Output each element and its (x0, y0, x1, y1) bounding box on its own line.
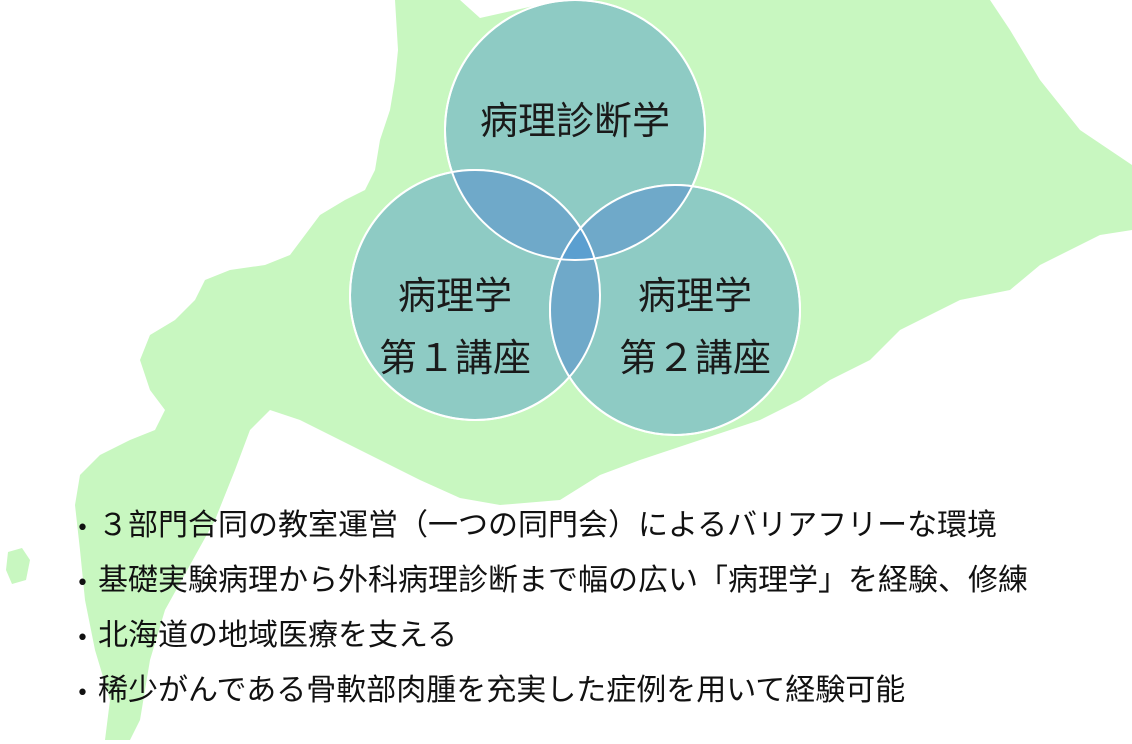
bullet-text: ３部門合同の教室運営（一つの同門会）によるバリアフリーな環境 (98, 508, 998, 543)
map-islet (6, 548, 30, 584)
bullet-icon: • (76, 516, 89, 541)
list-item: • 基礎実験病理から外科病理診断まで幅の広い「病理学」を経験、修練 (76, 555, 1028, 610)
circle-label-line: 第２講座 (618, 336, 771, 380)
circle-label-pathology-1: 病理学 第１講座 (345, 265, 565, 389)
bullet-text: 基礎実験病理から外科病理診断まで幅の広い「病理学」を経験、修練 (98, 563, 1028, 598)
bullet-icon: • (76, 681, 89, 706)
circle-label-line: 病理診断学 (479, 99, 670, 143)
list-item: • 北海道の地域医療を支える (76, 610, 1028, 665)
bullet-icon: • (76, 626, 89, 651)
bullet-text: 北海道の地域医療を支える (98, 618, 458, 653)
circle-label-line: 第１講座 (378, 336, 531, 380)
feature-bullet-list: • ３部門合同の教室運営（一つの同門会）によるバリアフリーな環境 • 基礎実験病理か… (76, 500, 1028, 720)
list-item: • ３部門合同の教室運営（一つの同門会）によるバリアフリーな環境 (76, 500, 1028, 555)
list-item: • 稀少がんである骨軟部肉腫を充実した症例を用いて経験可能 (76, 665, 1028, 720)
overlap-top-right (550, 185, 705, 260)
circle-label-line: 病理学 (637, 274, 752, 318)
bullet-text: 稀少がんである骨軟部肉腫を充実した症例を用いて経験可能 (98, 673, 906, 708)
circle-label-pathology-diagnostics: 病理診断学 (460, 90, 690, 152)
circle-label-line: 病理学 (397, 274, 512, 318)
bullet-icon: • (76, 571, 89, 596)
overlap-top-left (445, 170, 600, 260)
circle-label-pathology-2: 病理学 第２講座 (585, 265, 805, 389)
